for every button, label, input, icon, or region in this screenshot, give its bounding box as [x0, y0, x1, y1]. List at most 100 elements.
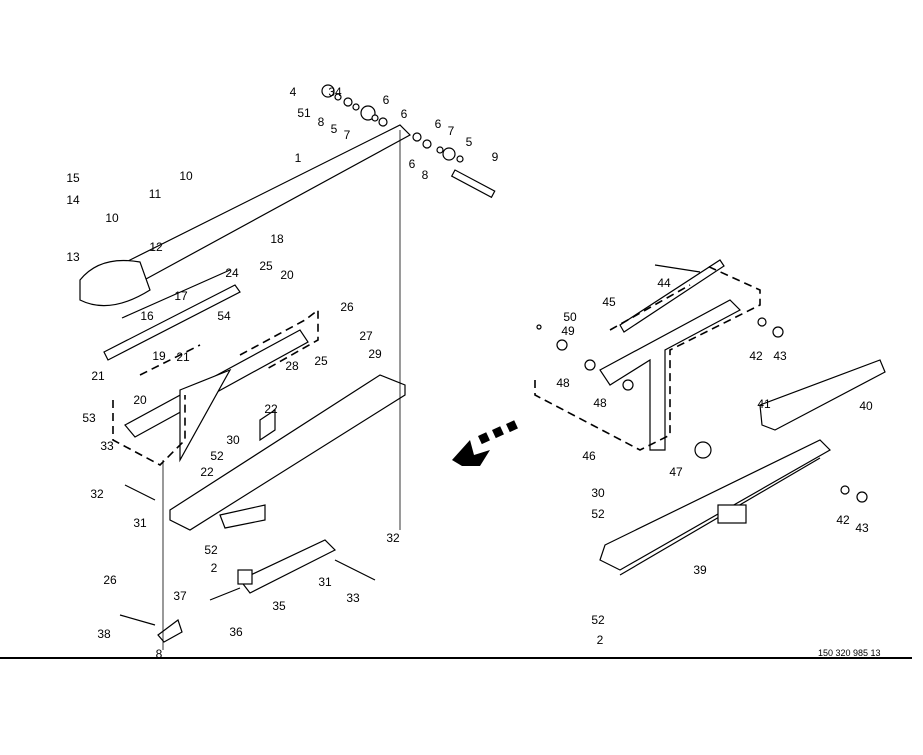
part-label-51: 51 — [297, 106, 311, 120]
part-label-6: 6 — [401, 107, 408, 121]
part-label-5: 5 — [331, 122, 338, 136]
part-label-2: 2 — [597, 633, 604, 647]
rod-16 — [121, 269, 231, 319]
part-label-26: 26 — [340, 300, 354, 314]
part-label-10: 10 — [105, 211, 119, 225]
part-label-25: 25 — [259, 259, 273, 273]
footer-rule — [0, 657, 912, 659]
part-label-12: 12 — [149, 240, 163, 254]
part-label-19: 19 — [152, 349, 166, 363]
part-label-16: 16 — [140, 309, 154, 323]
part-label-11: 11 — [149, 187, 162, 201]
part-label-9: 9 — [492, 150, 499, 164]
bolt-9 — [450, 169, 496, 199]
part-label-2: 2 — [211, 561, 218, 575]
bracket-part-46 — [599, 299, 741, 451]
part-label-6: 6 — [435, 117, 442, 131]
part-label-52: 52 — [210, 449, 224, 463]
part-label-38: 38 — [97, 627, 111, 641]
group-outline-46 — [534, 264, 761, 451]
part-label-46: 46 — [582, 449, 596, 463]
part-drawing — [79, 84, 886, 650]
part-label-36: 36 — [229, 625, 243, 639]
part-label-21: 21 — [91, 369, 105, 383]
part-label-7: 7 — [448, 124, 455, 138]
arm-end-cap — [79, 259, 151, 307]
part-label-50: 50 — [563, 310, 577, 324]
part-label-33: 33 — [346, 591, 360, 605]
part-label-20: 20 — [133, 393, 147, 407]
part-label-48: 48 — [556, 376, 570, 390]
part-label-24: 24 — [225, 266, 239, 280]
part-label-54: 54 — [217, 309, 231, 323]
part-label-30: 30 — [591, 486, 605, 500]
spring-47 — [694, 441, 712, 459]
pin-38 — [119, 614, 156, 626]
part-label-5: 5 — [466, 135, 473, 149]
part-label-34: 34 — [328, 85, 342, 99]
part-label-33: 33 — [100, 439, 114, 453]
part-label-32: 32 — [90, 487, 104, 501]
pin-31-lower — [334, 559, 376, 581]
slide-part-19 — [103, 284, 241, 361]
part-label-52: 52 — [591, 507, 605, 521]
part-label-41: 41 — [757, 397, 771, 411]
part-label-39: 39 — [693, 563, 707, 577]
part-label-26: 26 — [103, 573, 117, 587]
group-outline-53 — [112, 308, 319, 466]
part-label-52: 52 — [204, 543, 218, 557]
part-label-52: 52 — [591, 613, 605, 627]
part-label-42: 42 — [836, 513, 850, 527]
frame-bracket — [717, 504, 747, 524]
part-label-17: 17 — [174, 289, 188, 303]
part-label-6: 6 — [409, 157, 416, 171]
part-label-14: 14 — [66, 193, 80, 207]
washer-49 — [556, 339, 568, 351]
part-label-27: 27 — [359, 329, 373, 343]
drawing-number: 150 320 985 13 — [818, 648, 881, 658]
frame-part-29 — [169, 374, 406, 531]
part-label-31: 31 — [318, 575, 332, 589]
part-label-25: 25 — [314, 354, 328, 368]
part-label-30: 30 — [226, 433, 240, 447]
part-label-28: 28 — [285, 359, 299, 373]
piston-rod — [209, 587, 241, 601]
part-label-8: 8 — [156, 647, 163, 661]
part-label-42: 42 — [749, 349, 763, 363]
part-label-8: 8 — [422, 168, 429, 182]
part-label-43: 43 — [855, 521, 869, 535]
part-label-4: 4 — [290, 85, 297, 99]
part-label-15: 15 — [66, 171, 80, 185]
screw-44 — [654, 264, 701, 273]
direction-arrow-icon — [452, 420, 518, 466]
clevis-37 — [157, 619, 183, 643]
part-label-49: 49 — [561, 324, 575, 338]
part-label-13: 13 — [66, 250, 80, 264]
part-label-32: 32 — [386, 531, 400, 545]
part-label-22: 22 — [200, 465, 214, 479]
part-label-43: 43 — [773, 349, 787, 363]
part-label-44: 44 — [657, 276, 671, 290]
part-label-22: 22 — [264, 402, 278, 416]
part-label-7: 7 — [344, 128, 351, 142]
slotted-frame-39 — [599, 439, 831, 571]
part-label-47: 47 — [669, 465, 683, 479]
guide-part-40 — [759, 359, 886, 431]
part-label-18: 18 — [270, 232, 284, 246]
part-label-1: 1 — [295, 151, 302, 165]
cylinder-block — [237, 569, 253, 585]
part-label-6: 6 — [383, 93, 390, 107]
part-label-35: 35 — [272, 599, 286, 613]
bracket-part — [179, 368, 232, 463]
washers-top — [321, 84, 464, 163]
part-label-48: 48 — [593, 396, 607, 410]
pin-31-left — [124, 484, 156, 501]
part-label-10: 10 — [179, 169, 193, 183]
cylinder-part-35 — [239, 539, 337, 594]
part-label-29: 29 — [368, 347, 382, 361]
group-outlines — [112, 264, 761, 466]
part-label-53: 53 — [82, 411, 96, 425]
part-label-8: 8 — [318, 115, 325, 129]
